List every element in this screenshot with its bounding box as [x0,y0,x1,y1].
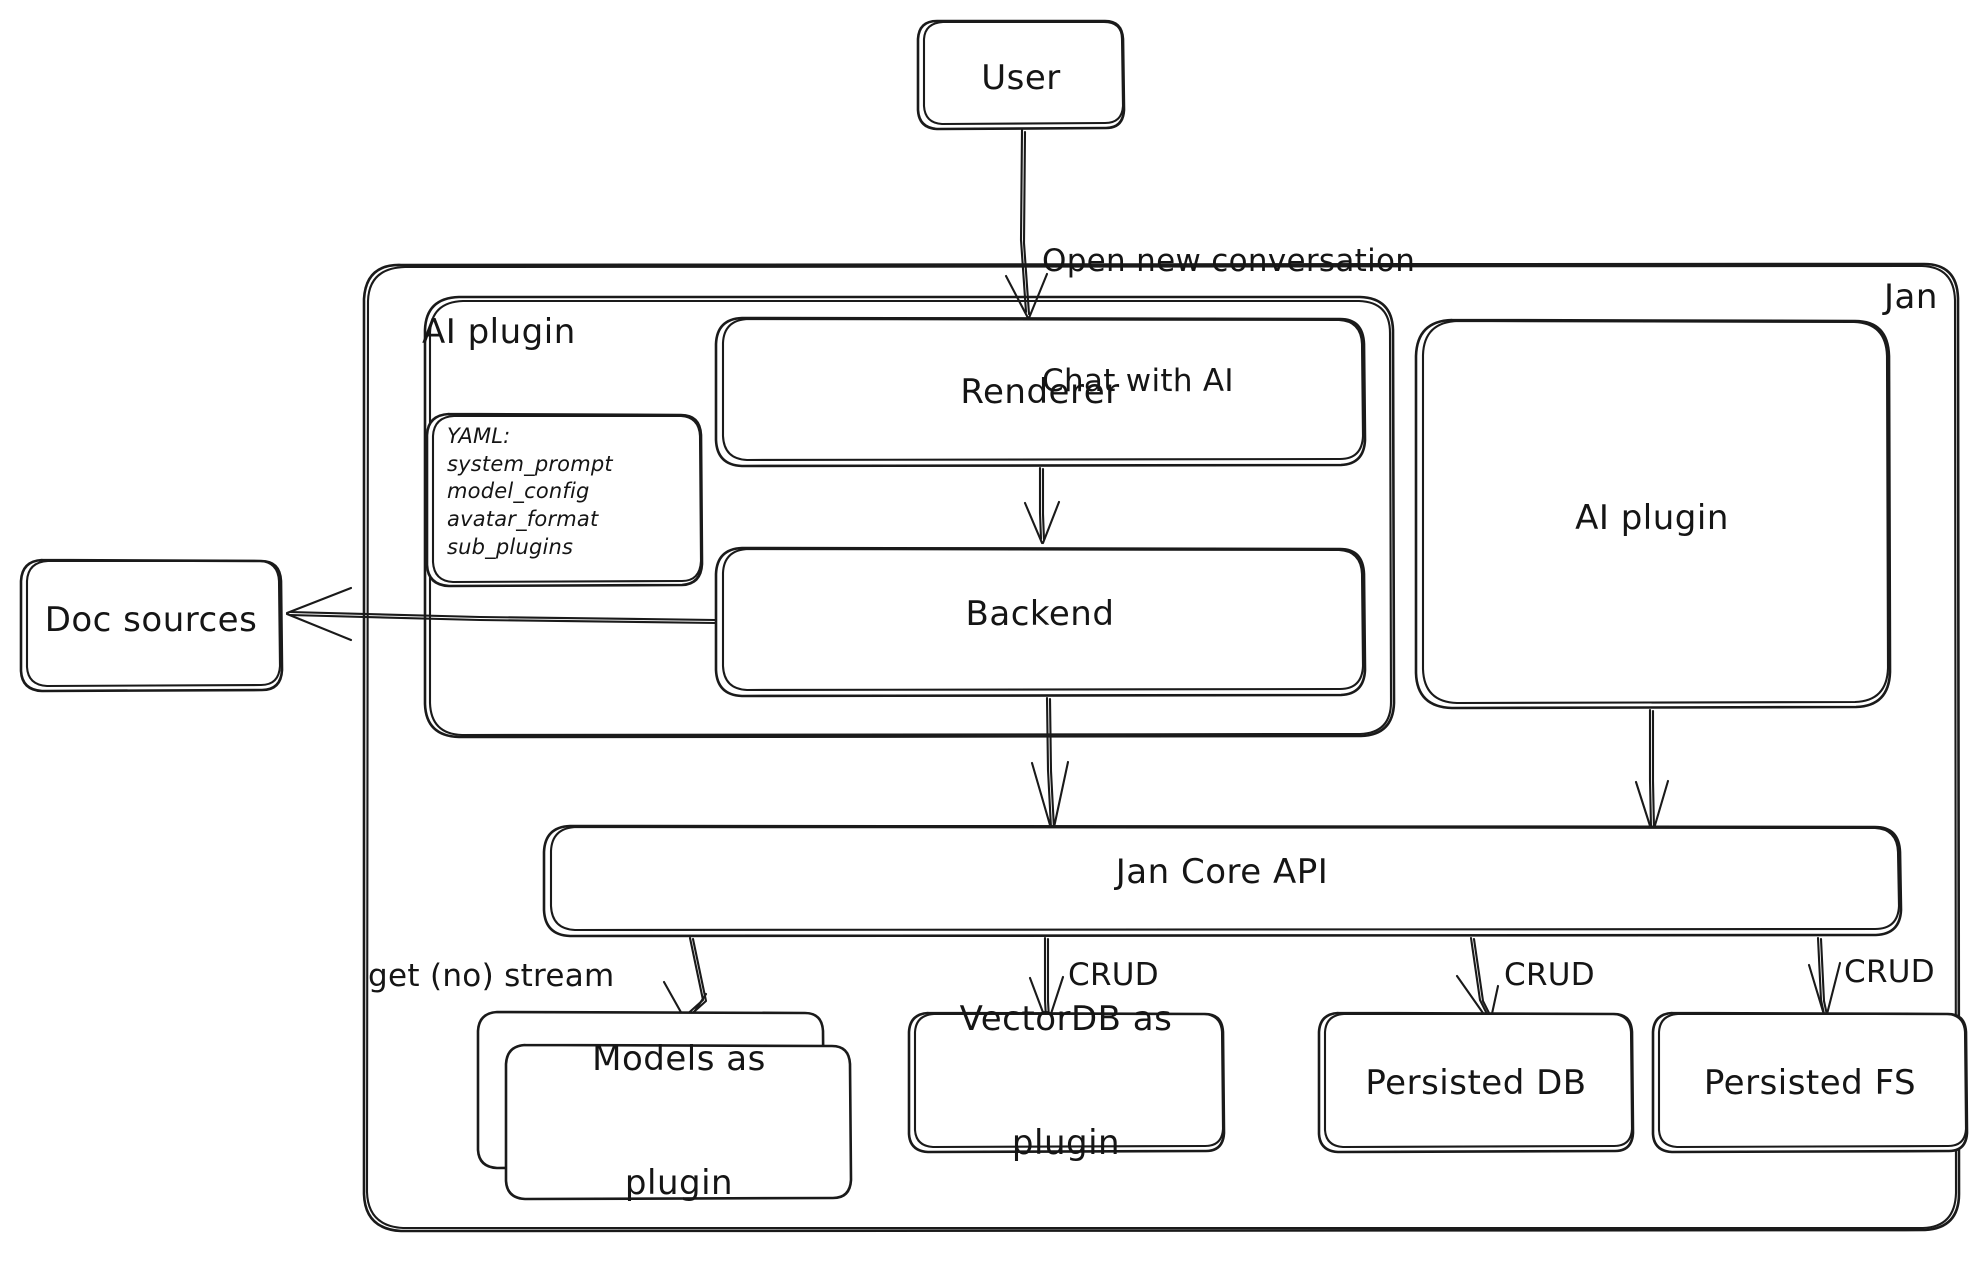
edge-core-to-persisted-db [1455,936,1500,1025]
yaml-note-text: YAML: system_prompt model_config avatar_… [447,423,613,562]
container-jan-shape [362,262,1961,1233]
diagram-canvas: .stroke { fill: none; stroke: #1a1a1a; s… [19,19,1969,1233]
node-persisted-fs-shape[interactable] [1651,1011,1969,1154]
node-backend-shape[interactable] [714,546,1367,698]
node-ai-plugin-right-shape[interactable] [1414,318,1892,710]
edge-renderer-to-backend [1023,466,1061,545]
yaml-note-title: YAML: [447,424,511,448]
node-renderer-shape[interactable] [714,316,1367,468]
diagram-sketch-layer: .stroke { fill: none; stroke: #1a1a1a; s… [19,19,1969,1233]
edge-core-to-models [662,936,708,1025]
container-ai-plugin-group-shape [423,295,1396,739]
node-models-plugin-shape[interactable] [476,1010,853,1201]
edge-ai-plugin-to-core [1634,708,1670,834]
edge-core-to-persisted-fs [1807,936,1842,1020]
node-yaml-note-shape [425,412,704,588]
yaml-note-key-model-config: model_config [447,479,590,504]
yaml-note-key-sub-plugins: sub_plugins [447,534,574,559]
node-user-shape[interactable] [916,19,1126,131]
yaml-note-key-system-prompt: system_prompt [447,451,613,476]
node-persisted-db-shape[interactable] [1317,1011,1635,1154]
edge-backend-to-doc-sources [285,586,718,642]
node-doc-sources-shape[interactable] [19,558,284,693]
yaml-note-key-avatar-format: avatar_format [447,507,599,532]
node-vectordb-plugin-shape[interactable] [907,1011,1226,1154]
edge-user-to-renderer [1004,128,1049,320]
edge-core-to-vectordb [1028,936,1065,1025]
node-jan-core-api-shape[interactable] [542,824,1903,938]
edge-backend-to-core [1030,696,1070,834]
